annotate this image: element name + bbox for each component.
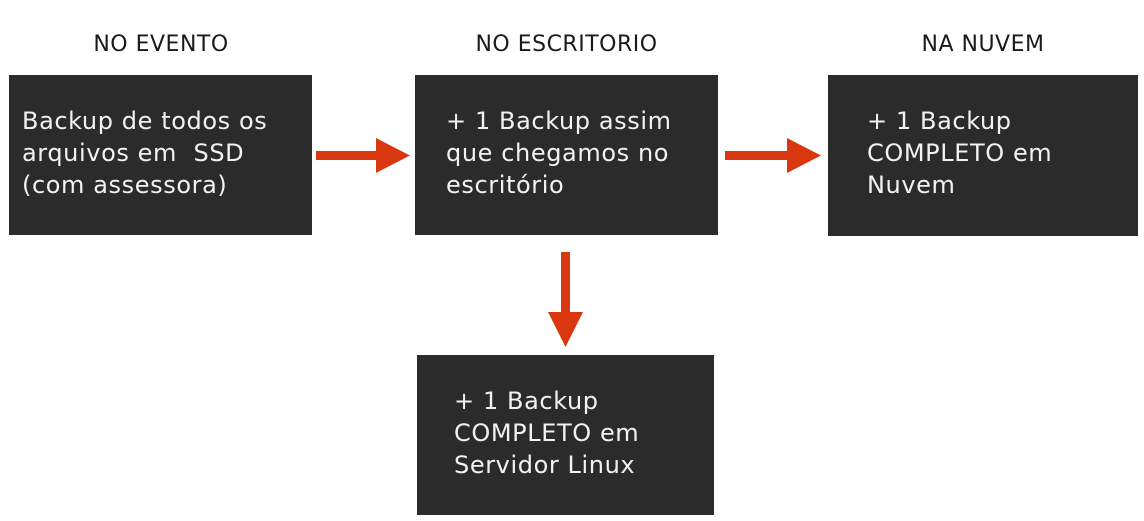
box-event-line-1: Backup de todos os <box>22 107 268 135</box>
box-office-line-1: + 1 Backup assim <box>446 107 672 135</box>
box-cloud-backup: + 1 Backup COMPLETO em Nuvem <box>828 75 1138 236</box>
box-server-text: + 1 Backup COMPLETO em Servidor Linux <box>454 385 639 481</box>
box-event-ssd-backup: Backup de todos os arquivos em SSD (com … <box>9 75 312 235</box>
box-event-line-3: (com assessora) <box>22 171 228 199</box>
box-cloud-line-2: COMPLETO em <box>867 139 1053 167</box>
box-event-line-2: arquivos em SSD <box>22 139 245 167</box>
box-server-line-1: + 1 Backup <box>454 387 599 415</box>
box-office-text: + 1 Backup assim que chegamos no escritó… <box>446 105 672 201</box>
arrow-office-to-cloud <box>725 138 821 173</box>
box-server-line-3: Servidor Linux <box>454 451 636 479</box>
box-event-text: Backup de todos os arquivos em SSD (com … <box>22 105 267 201</box>
box-office-line-3: escritório <box>446 171 565 199</box>
box-office-backup: + 1 Backup assim que chegamos no escritó… <box>415 75 718 235</box>
box-server-line-2: COMPLETO em <box>454 419 640 447</box>
box-office-line-2: que chegamos no <box>446 139 670 167</box>
column-title-cloud: NA NUVEM <box>921 32 1045 57</box>
box-cloud-line-1: + 1 Backup <box>867 107 1012 135</box>
box-cloud-text: + 1 Backup COMPLETO em Nuvem <box>867 105 1052 201</box>
box-server-backup: + 1 Backup COMPLETO em Servidor Linux <box>417 355 714 515</box>
arrow-office-to-server <box>548 252 583 347</box>
arrow-event-to-office <box>316 138 410 173</box>
box-cloud-line-3: Nuvem <box>867 171 956 199</box>
column-title-office: NO ESCRITORIO <box>475 32 658 57</box>
column-title-event: NO EVENTO <box>93 32 229 57</box>
